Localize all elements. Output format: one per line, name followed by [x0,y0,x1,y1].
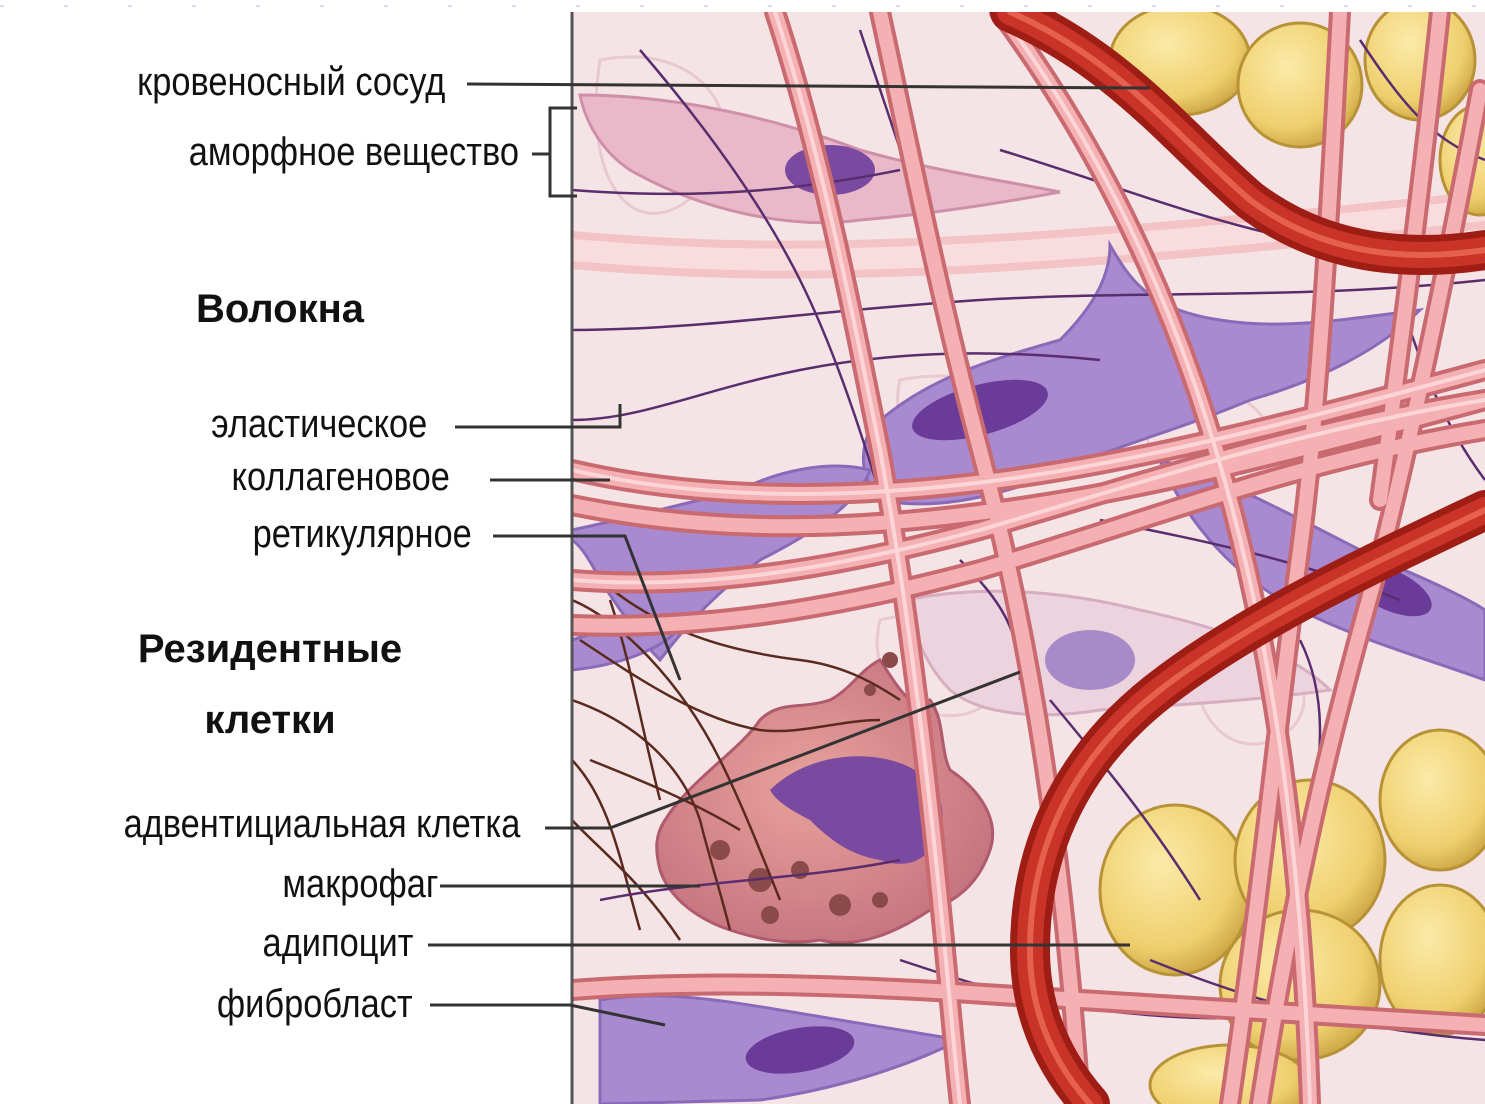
label-macrophage: макрофаг [282,862,438,907]
label-fibroblast: фибробласт [217,982,413,1027]
adventitial-cell-nucleus [1045,630,1135,690]
label-ground-substance: аморфное вещество [189,130,519,175]
heading-resident-cells-line2: клетки [70,698,470,743]
label-adventitial-cell: адвентициальная клетка [123,802,520,847]
tissue-panel [572,0,1485,1104]
heading-fibers: Волокна [130,287,430,332]
label-collagen: коллагеновое [232,455,450,500]
leader-ground-substance [532,108,577,196]
label-blood-vessel: кровеносный сосуд [137,60,445,105]
label-elastic: эластическое [211,402,427,447]
heading-resident-cells-line1: Резидентные [70,627,470,672]
label-adipocyte: адипоцит [262,921,413,966]
label-reticular: ретикулярное [253,512,472,557]
